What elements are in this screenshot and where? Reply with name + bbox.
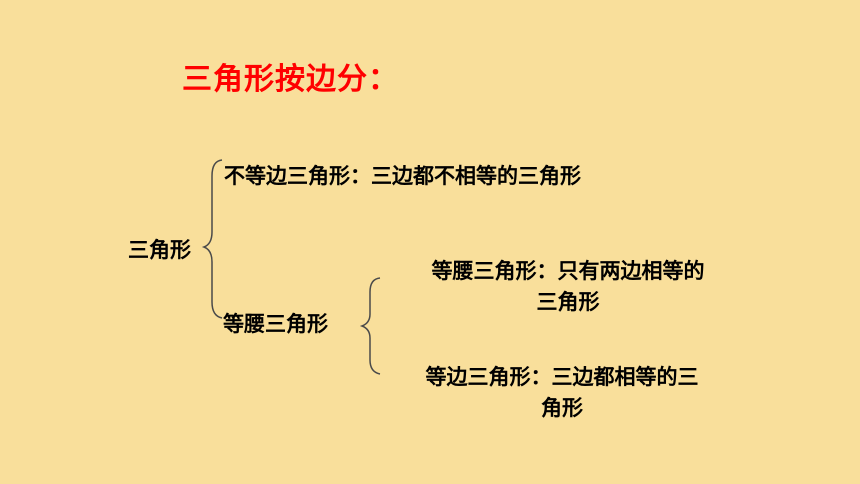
sub-equilateral-line1: 等边三角形：三边都相等的三	[425, 365, 699, 389]
branch-scalene-triangle: 不等边三角形：三边都不相等的三角形	[224, 164, 581, 188]
slide-title: 三角形按边分：	[182, 62, 399, 97]
sub-isosceles-definition: 等腰三角形：只有两边相等的 三角形	[398, 256, 738, 318]
root-label-triangle: 三角形	[128, 238, 191, 262]
sub-brace	[359, 277, 381, 375]
sub-isosceles-line1: 等腰三角形：只有两边相等的	[431, 259, 705, 283]
sub-equilateral-definition: 等边三角形：三边都相等的三 角形	[392, 362, 732, 424]
sub-equilateral-line2: 角形	[541, 396, 583, 420]
sub-isosceles-line2: 三角形	[536, 290, 600, 314]
branch-isosceles-triangle: 等腰三角形	[223, 312, 328, 336]
main-brace	[201, 159, 223, 319]
